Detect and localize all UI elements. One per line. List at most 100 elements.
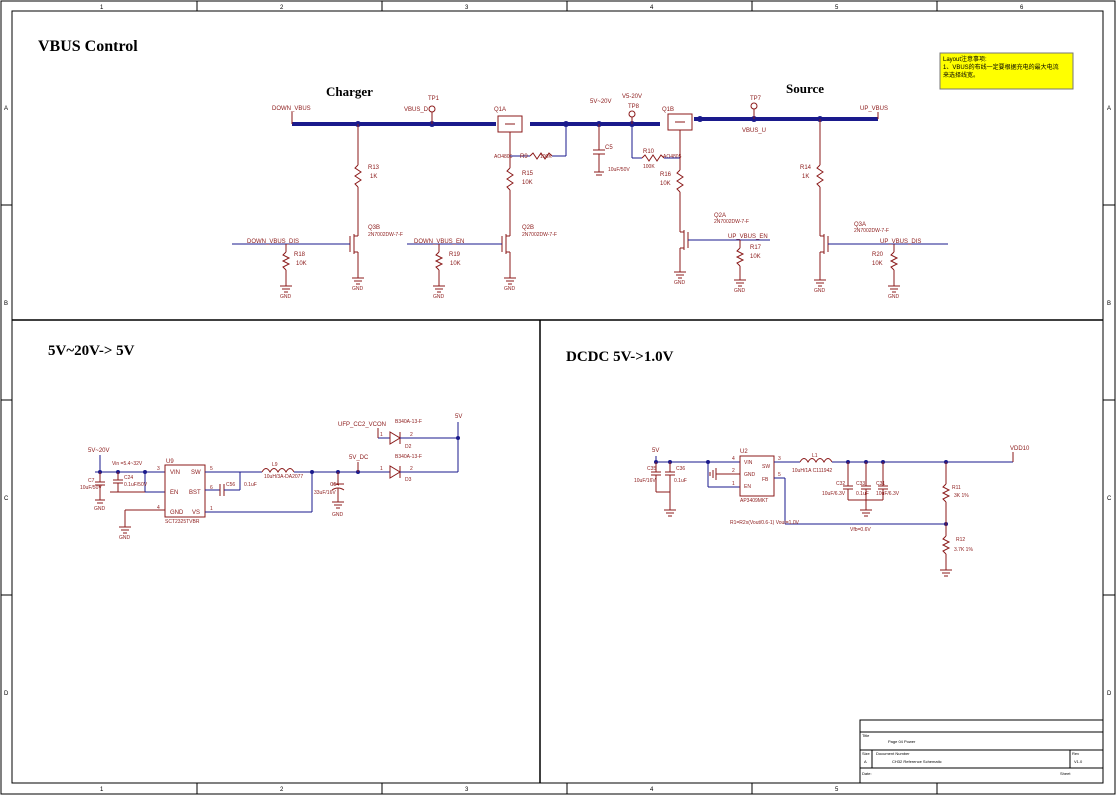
d3-part: B340A-13-F [395, 454, 422, 460]
net-vbus-d: VBUS_D [404, 107, 429, 113]
d3-pin-2: 2 [410, 466, 413, 472]
r20-resistor: R20 10K [872, 244, 899, 286]
r17-resistor: R17 10K [735, 240, 762, 280]
c7-value: 10uF/50V [80, 485, 102, 491]
zone-col-4: 4 [650, 5, 654, 11]
zone-row-d-right: D [1107, 691, 1112, 697]
net-5v-dc: 5V_DC [349, 455, 369, 461]
zone-row-b-right: B [1107, 301, 1111, 307]
zone-col-3-bottom: 3 [465, 787, 469, 793]
layout-note-line1: Layout注意事项: [943, 55, 987, 63]
u9-pin-vin: VIN [170, 470, 180, 476]
u9-pinnum-4: 4 [157, 505, 160, 511]
net-5v-out: 5V [455, 414, 462, 420]
gnd-label-r17: GND [734, 288, 746, 294]
c31-value: 10uF/6.3V [876, 491, 900, 497]
zone-row-c: C [4, 496, 9, 502]
r10-label: R10 [643, 149, 655, 155]
r16-label: R16 [660, 172, 672, 178]
q2a-mosfet: Q2A 2N7002DW-7-F [679, 213, 770, 272]
vbus-grounds [280, 271, 900, 293]
source-label: Source [786, 81, 824, 96]
u2-part: AP3409MKT [740, 498, 768, 504]
zone-col-6: 6 [1020, 5, 1024, 11]
zone-col-1: 1 [100, 5, 104, 11]
r18-resistor: R18 10K [281, 244, 307, 286]
test-points [428, 102, 758, 124]
gnd-label-r18: GND [280, 294, 292, 300]
u9-part: SCT2325TVBR [165, 519, 200, 525]
r13-value: 1K [370, 174, 377, 180]
l1-label: L1 [812, 453, 818, 459]
q3a-label: Q3A [854, 222, 866, 228]
r15-resistor: R15 10K [506, 156, 534, 230]
r9-resistor: R9 100K [510, 124, 567, 160]
q1a-mosfet: Q1A AO4805 [494, 107, 523, 160]
rev-label: Rev [1072, 751, 1079, 756]
c5-label: C5 [605, 145, 613, 151]
r9-value: 100K [540, 154, 552, 160]
rev-value: V1.0 [1074, 759, 1083, 764]
u9-pin-en: EN [170, 490, 178, 496]
gnd-label-q3a: GND [814, 288, 826, 294]
net-ufp-cc2-vcon: UFP_CC2_VCON [338, 422, 386, 428]
c33-value: 0.1uF [856, 491, 869, 497]
dcdc-formula: R1=R2x(Vout/0.6-1) Vout=1.0V [730, 520, 800, 526]
zone-col-4-bottom: 4 [650, 787, 654, 793]
r14-label: R14 [800, 165, 812, 171]
r12-value: 3.7K 1% [954, 547, 973, 553]
net-up-vbus-en: UP_VBUS_EN [728, 234, 768, 240]
r14-value: 1K [802, 174, 809, 180]
dcdc-circuit [651, 452, 1014, 577]
d2-label: D2 [405, 444, 412, 450]
r16-value: 10K [660, 181, 671, 187]
r19-value: 10K [450, 261, 461, 267]
gnd-label-c54: GND [332, 512, 344, 518]
u2-pin-vin: VIN [744, 460, 753, 466]
boost-vin-range: Vin =5.4~32V [112, 461, 143, 467]
boost-circuit [95, 422, 460, 534]
q1b-mosfet: Q1B AO4805 [662, 107, 693, 160]
docnum-label: Document Number [876, 751, 910, 756]
r18-label: R18 [294, 252, 306, 258]
r20-label: R20 [872, 252, 884, 258]
q2b-mosfet: Q2B 2N7002DW-7-F [407, 225, 557, 278]
tp8-label: TP8 [628, 104, 640, 110]
u2-label: U2 [740, 449, 748, 455]
u9-pinnum-5: 5 [210, 466, 213, 472]
zone-row-a-right: A [1107, 106, 1111, 112]
c54-label: C54 [330, 482, 339, 488]
net-up-vbus: UP_VBUS [860, 106, 888, 112]
u2-pinnum-4: 4 [732, 456, 735, 462]
dcdc-5v-net: 5V [652, 448, 659, 454]
u9-pin-gnd: GND [170, 510, 184, 516]
q3b-mosfet: Q3B 2N7002DW-7-F [232, 225, 403, 278]
gnd-label-r20: GND [888, 294, 900, 300]
q1b-label: Q1B [662, 107, 674, 113]
net-vbus-u: VBUS_U [742, 128, 766, 134]
r18-value: 10K [296, 261, 307, 267]
layout-note-line2: 1、VBUS的布线一定要根据充电的最大电流 [943, 63, 1059, 71]
title-value: Page 04 Power [888, 739, 916, 744]
gnd-label-r19: GND [433, 294, 445, 300]
net-down-vbus-dis: DOWN_VBUS_DIS [247, 239, 299, 245]
boost-title: 5V~20V-> 5V [48, 343, 135, 359]
title-label: Title [862, 733, 870, 738]
net-down-vbus: DOWN_VBUS [272, 106, 311, 112]
zone-col-5-bottom: 5 [835, 787, 839, 793]
q3a-part: 2N7002DW-7-F [854, 228, 889, 234]
tp1-label: TP1 [428, 96, 440, 102]
gnd-label-q3b: GND [352, 286, 364, 292]
net-vdd10: VDD10 [1010, 446, 1030, 452]
q2a-part: 2N7002DW-7-F [714, 219, 749, 225]
r20-value: 10K [872, 261, 883, 267]
q1a-label: Q1A [494, 107, 506, 113]
r13-label: R13 [368, 165, 380, 171]
d2-pin-2: 2 [410, 432, 413, 438]
c33-label: C33 [856, 481, 865, 487]
gnd-label-c7: GND [94, 506, 106, 512]
l1-value: 10uH/1A C111942 [792, 468, 832, 474]
zone-row-d: D [4, 691, 9, 697]
